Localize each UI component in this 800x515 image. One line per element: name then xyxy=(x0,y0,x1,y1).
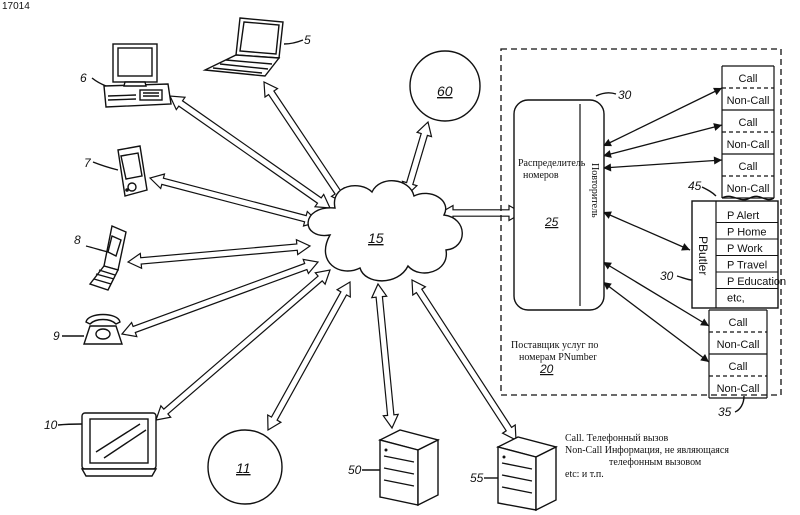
pbutler-item-5: etc, xyxy=(727,293,745,305)
bottom-stack-item-3: Non-Call xyxy=(717,383,760,395)
bottom-stack-item-2: Call xyxy=(729,361,748,373)
link-distributor-top3 xyxy=(603,157,722,172)
network-cloud: 15 xyxy=(308,181,462,281)
number-distributor: 30 Распределитель номеров 25 Повторитель xyxy=(514,88,632,310)
pbutler-item-3: P Travel xyxy=(727,260,767,272)
bottom-stack-item-1: Non-Call xyxy=(717,339,760,351)
distributor-num: 25 xyxy=(544,215,559,229)
legend-line-2: Non-Call Информация, не являющаяся xyxy=(565,445,729,456)
desk-phone-icon: 9 xyxy=(53,315,122,345)
server-50-ref: 50 xyxy=(348,463,362,477)
pbutler-title: PButler xyxy=(696,236,710,275)
bottom-stack-item-0: Call xyxy=(729,317,748,329)
provider-line-1: Поставщик услуг по xyxy=(511,340,598,351)
arrow-server50-cloud xyxy=(372,284,398,428)
legend-line-4: etc: и т.п. xyxy=(565,469,604,480)
distributor-ref: 30 xyxy=(618,88,632,102)
server-55-ref: 55 xyxy=(470,471,484,485)
repeater-label: Повторитель xyxy=(589,163,600,218)
distributor-label-2: номеров xyxy=(523,170,559,181)
legend-line-1: Call. Телефонный вызов xyxy=(565,433,668,444)
server-55-icon: 55 xyxy=(470,437,556,510)
arrow-laptop-cloud xyxy=(264,82,345,203)
legend: Call. Телефонный вызов Non-Call Информац… xyxy=(565,433,729,480)
pbutler-item-2: P Work xyxy=(727,243,763,255)
top-stack-item-4: Call xyxy=(739,161,758,173)
node-11-label: 11 xyxy=(236,460,251,476)
top-stack-item-1: Non-Call xyxy=(727,95,770,107)
pbutler-item-1: P Home xyxy=(727,227,767,239)
call-stack-top: CallNon-CallCallNon-CallCallNon-Call xyxy=(722,66,774,200)
pbutler-ref: 30 xyxy=(660,269,674,283)
top-stack-item-3: Non-Call xyxy=(727,139,770,151)
top-stack-item-2: Call xyxy=(739,117,758,129)
cloud-label: 15 xyxy=(368,230,384,246)
region-ref: 35 xyxy=(718,405,732,419)
legend-line-3: телефонным вызовом xyxy=(609,457,702,468)
figure-id: 17014 xyxy=(2,1,30,12)
top-stack-item-5: Non-Call xyxy=(727,183,770,195)
ref45-label: 45 xyxy=(688,179,702,193)
link-distributor-pbutler xyxy=(603,212,690,251)
server-50-icon: 50 xyxy=(348,430,438,505)
mobile-phone-icon: 8 xyxy=(74,226,126,290)
tv-ref: 10 xyxy=(44,418,58,432)
pbutler-item-4: P Education xyxy=(727,276,786,288)
arrow-node11-cloud xyxy=(268,282,351,430)
phone-ref: 9 xyxy=(53,329,60,343)
call-stack-bottom: CallNon-CallCallNon-Call xyxy=(709,310,767,398)
arrow-mobile-cloud xyxy=(128,240,310,269)
provider-num: 20 xyxy=(539,362,554,376)
laptop-ref: 5 xyxy=(304,33,311,47)
provider-line-2: номерам PNumber xyxy=(519,352,597,363)
pda-ref: 7 xyxy=(84,156,92,170)
desktop-ref: 6 xyxy=(80,71,87,85)
top-stack-item-0: Call xyxy=(739,73,758,85)
pda-icon: 7 xyxy=(84,146,147,196)
link-distributor-top2 xyxy=(603,123,722,158)
arrow-phone-cloud xyxy=(122,259,318,336)
pbutler-item-0: P Alert xyxy=(727,210,759,222)
pbutler-panel: PButler P Alert P Home P Work P Travel P Edu… xyxy=(660,201,786,308)
mobile-ref: 8 xyxy=(74,233,81,247)
ref45-leader xyxy=(702,187,716,196)
node-60-label: 60 xyxy=(437,83,453,99)
laptop-icon: 5 xyxy=(205,18,311,76)
television-icon: 10 xyxy=(44,413,156,476)
node-60: 60 xyxy=(410,51,480,121)
desktop-computer-icon: 6 xyxy=(80,44,171,107)
distributor-label-1: Распределитель xyxy=(518,158,586,169)
node-11: 11 xyxy=(208,430,282,504)
